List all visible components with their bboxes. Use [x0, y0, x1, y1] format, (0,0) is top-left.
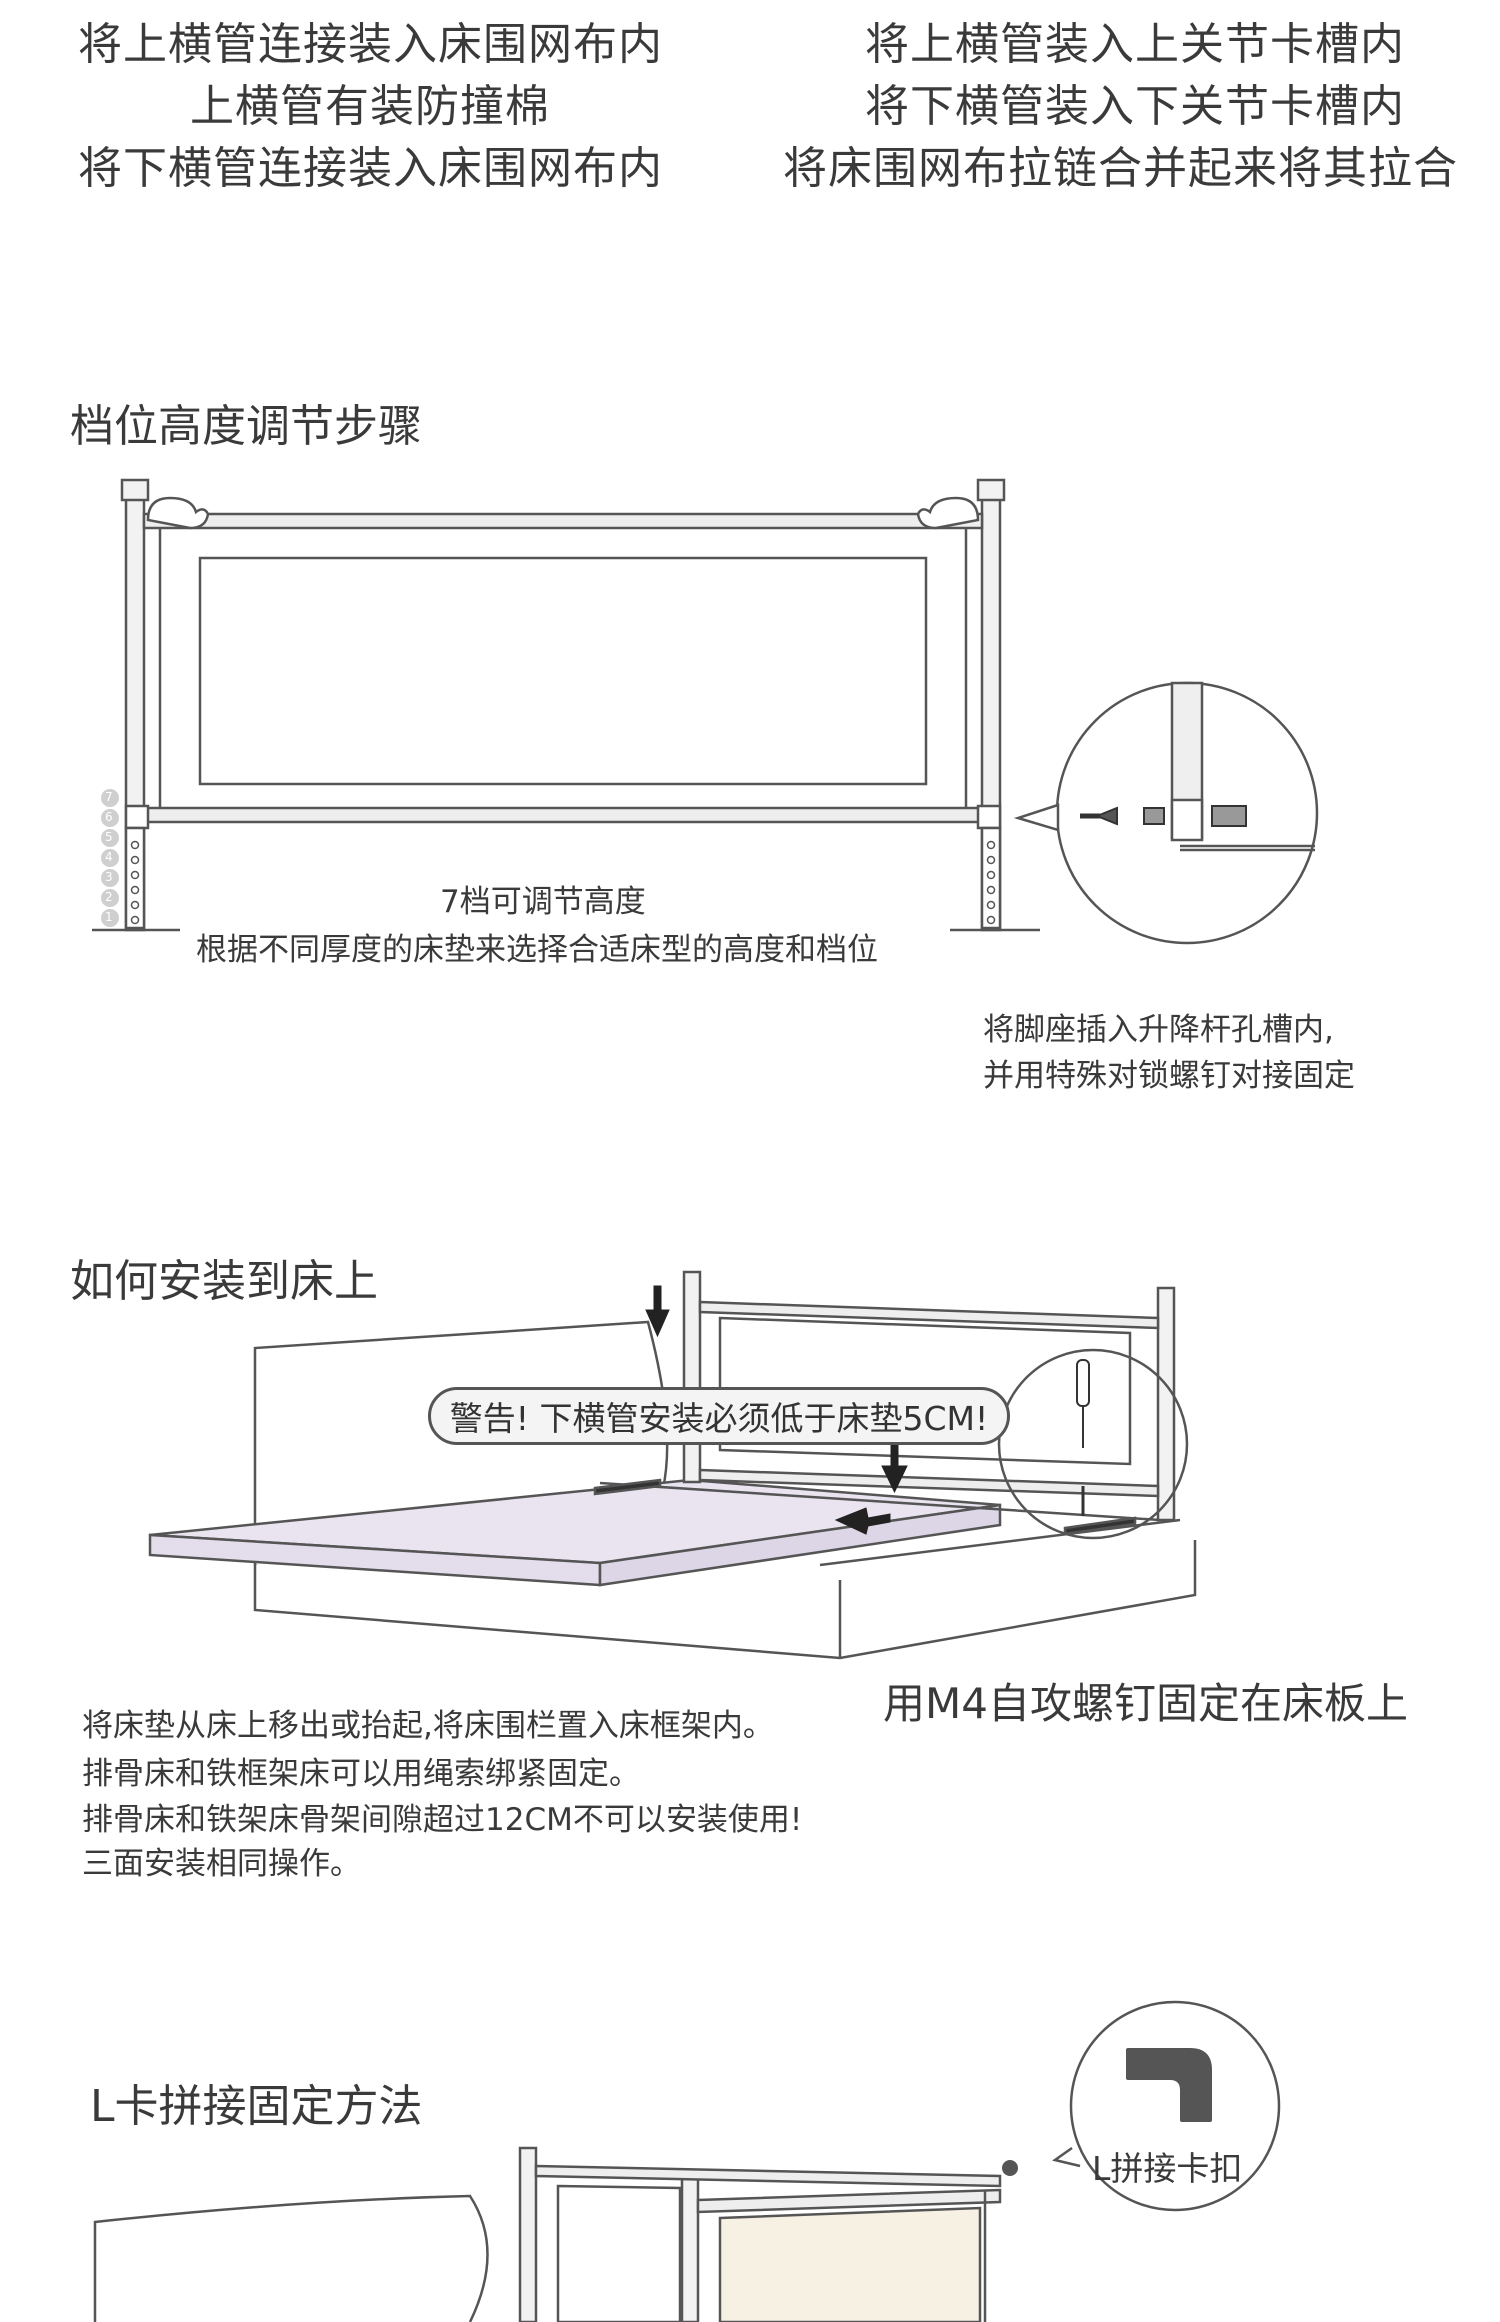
gear-number-1: 1	[105, 910, 113, 924]
screw-caption: 用M4自攻螺钉固定在床板上	[883, 1679, 1408, 1728]
install-note-4: 三面安装相同操作。	[82, 1846, 361, 1882]
top-rail	[142, 512, 984, 530]
down-arrow-top	[645, 1309, 670, 1338]
gear-number-6: 6	[105, 810, 113, 824]
top-right-line-1: 将上横管装入上关节卡槽内	[865, 19, 1405, 70]
l-clip-headboard	[93, 2194, 489, 2322]
detail-caption-2: 并用特殊对锁螺钉对接固定	[983, 1058, 1355, 1094]
down-arrow-mid	[881, 1465, 908, 1494]
gear-caption: 7档可调节高度	[440, 884, 646, 920]
l-clip-icon	[1126, 2048, 1212, 2122]
gear-number-2: 2	[105, 890, 113, 904]
top-left-line-2: 上横管有装防撞棉	[190, 81, 550, 132]
l-clip-magnifier	[1069, 2000, 1281, 2212]
right-joint	[916, 496, 980, 530]
gear-number-3: 3	[105, 870, 113, 884]
mesh-panel	[198, 556, 928, 786]
gear-number-5: 5	[105, 830, 113, 844]
thickness-caption: 根据不同厚度的床垫来选择合适床型的高度和档位	[196, 932, 878, 968]
insert-arrow	[1094, 806, 1118, 826]
install-note-3: 排骨床和铁架床骨架间隙超过12CM不可以安装使用!	[82, 1802, 803, 1838]
screwdriver-icon	[1076, 1359, 1090, 1516]
install-note-1: 将床垫从床上移出或抬起,将床围栏置入床框架内。	[82, 1708, 774, 1744]
top-left-line-3: 将下横管连接装入床围网布内	[78, 143, 663, 194]
top-right-line-3: 将床围网布拉链合并起来将其拉合	[783, 143, 1458, 194]
gear-number-4: 4	[105, 850, 113, 864]
l-clip-panel	[718, 2206, 982, 2322]
section-title-height-adjust: 档位高度调节步骤	[70, 401, 422, 452]
install-note-2: 排骨床和铁框架床可以用绳索绑紧固定。	[82, 1756, 640, 1792]
push-arrow	[834, 1507, 891, 1535]
warning-badge: 警告! 下横管安装必须低于床垫5CM!	[428, 1387, 1010, 1445]
screw-magnifier	[997, 1348, 1189, 1540]
gear-number-7: 7	[105, 790, 113, 804]
detail-caption-1: 将脚座插入升降杆孔槽内,	[983, 1012, 1334, 1048]
l-clip-label: L拼接卡扣	[1092, 2149, 1243, 2188]
foot-detail-magnifier	[1013, 681, 1319, 945]
top-right-line-2: 将下横管装入下关节卡槽内	[865, 81, 1405, 132]
section-title-l-clip: L卡拼接固定方法	[90, 2081, 423, 2132]
install-rail-right-post	[1156, 1286, 1176, 1522]
top-left-line-1: 将上横管连接装入床围网布内	[78, 19, 663, 70]
left-joint	[146, 496, 210, 530]
section-title-install: 如何安装到床上	[70, 1256, 378, 1307]
